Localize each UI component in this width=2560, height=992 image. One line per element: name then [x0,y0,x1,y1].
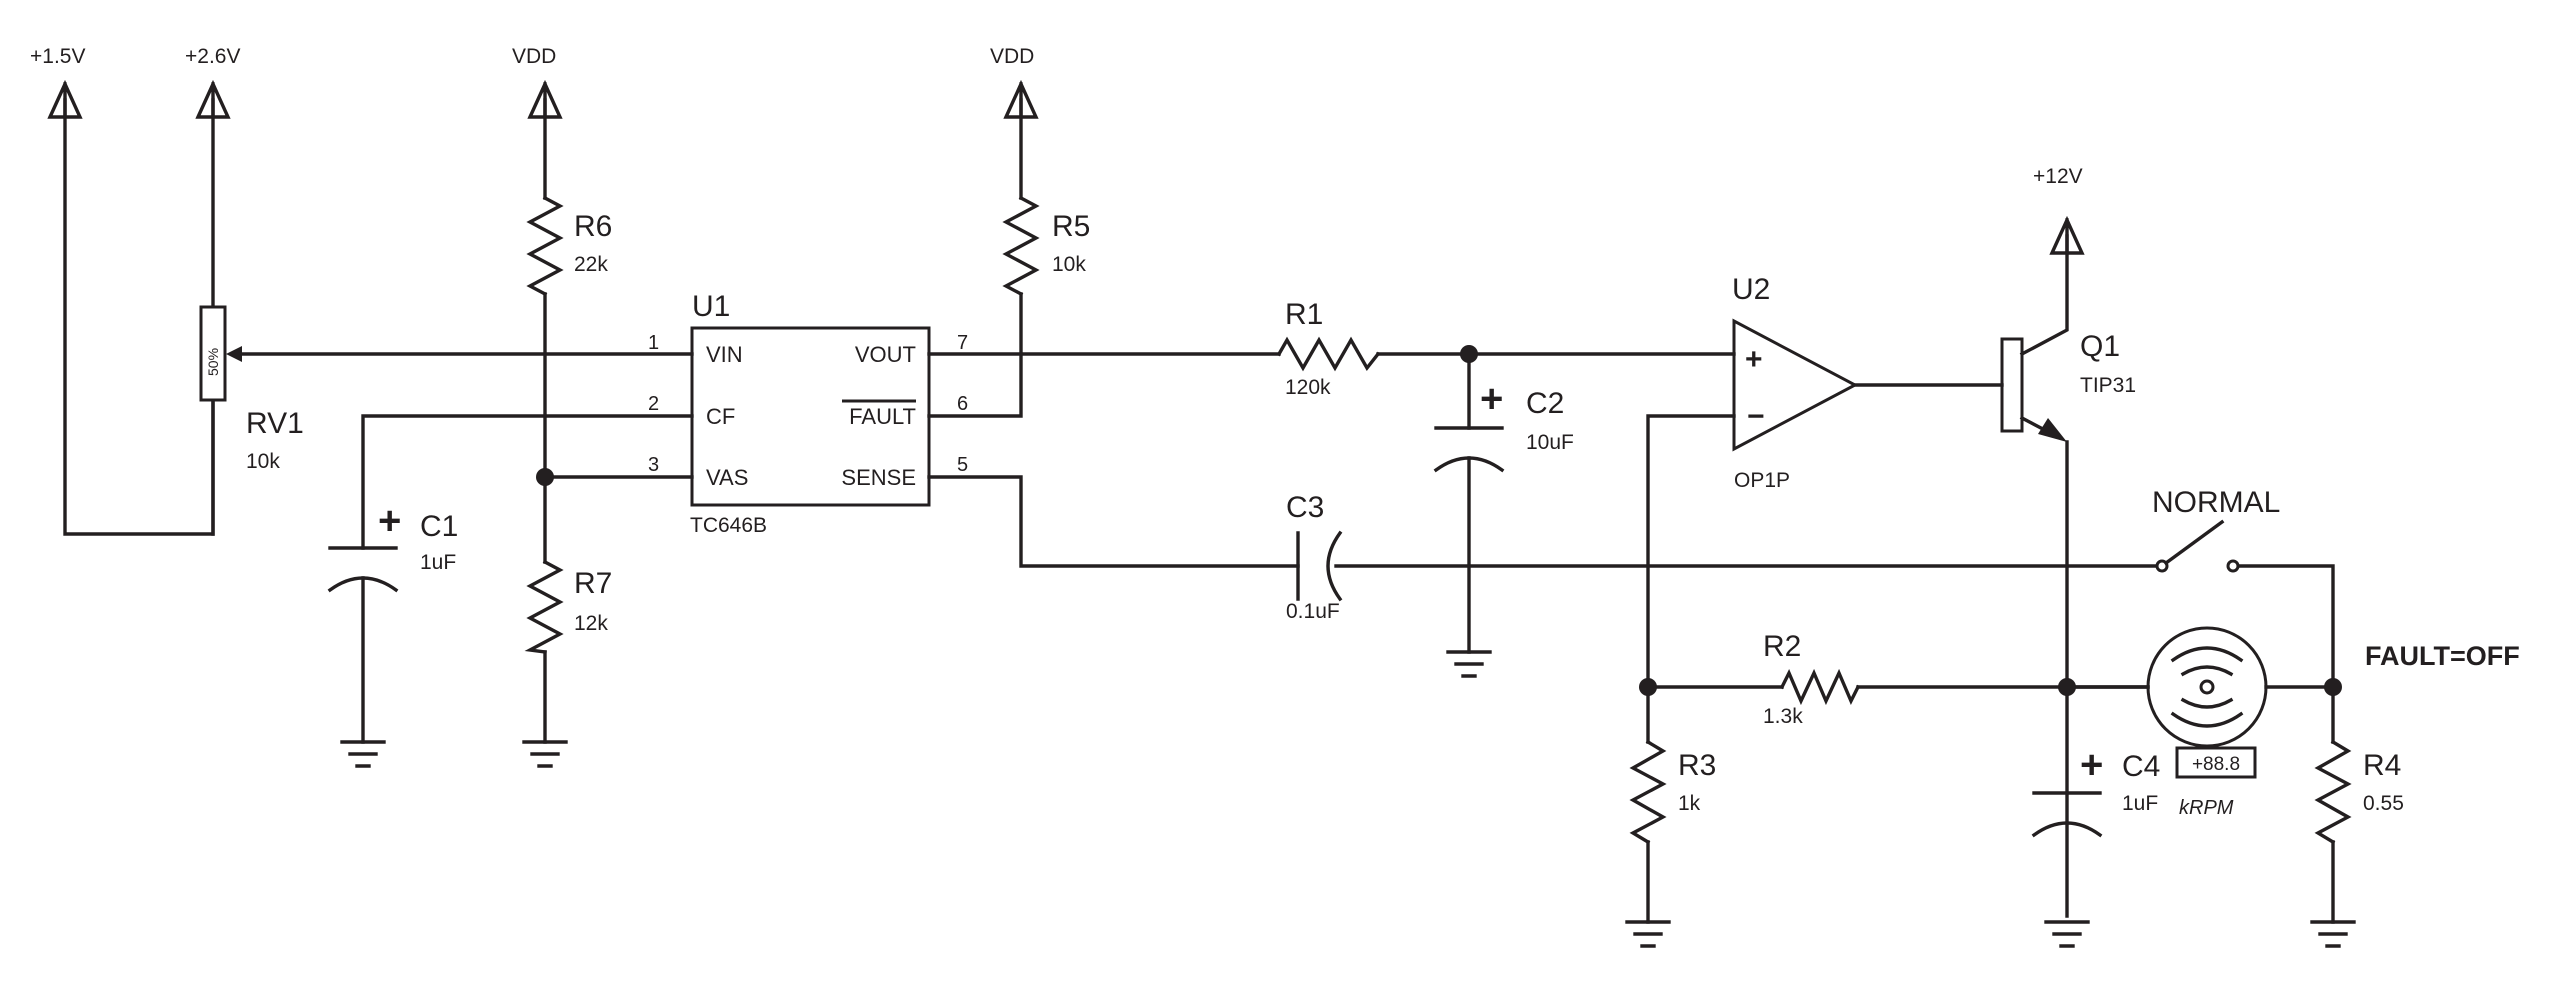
rail-label: +1.5V [30,45,85,68]
pin-number: 1 [648,332,659,354]
resistor-r1: R1 120k [1276,298,1381,399]
polarity-mark: + [2080,743,2103,787]
ref-label: R1 [1285,298,1323,331]
capacitor-c1: + C1 1uF [327,499,458,593]
value-label: 1.3k [1763,705,1803,728]
value-label: 10k [246,450,280,473]
ref-label: R3 [1678,749,1716,782]
ref-label: R5 [1052,210,1090,243]
rpm-unit-label: kRPM [2179,797,2234,819]
transistor-q1: Q1 TIP31 [2000,330,2136,442]
ref-label: U1 [692,290,730,323]
ground-symbol [2310,920,2356,948]
rail-label: VDD [512,45,556,68]
value-label: 22k [574,253,608,276]
plus-input-mark: + [1745,343,1763,376]
rail-label: +12V [2033,165,2083,188]
value-label: 0.1uF [1286,600,1340,623]
potentiometer-rv1: 50% RV1 10k [199,305,304,473]
pin-number: 2 [648,393,659,415]
resistor-r3: R3 1k [1629,739,1716,845]
power-rail-vdd-1: VDD [512,45,563,119]
pin-name: VAS [706,465,748,490]
junction-dot [1460,345,1478,363]
pin-number: 3 [648,454,659,476]
rail-label: VDD [990,45,1034,68]
pin-number: 6 [957,393,968,415]
value-label: 12k [574,612,608,635]
resistor-r5: R5 10k [1002,195,1090,297]
polarity-mark: + [1480,377,1503,421]
capacitor-c2: + C2 10uF [1433,377,1574,473]
value-label: 10k [1052,253,1086,276]
ref-label: C3 [1286,491,1324,524]
power-rail-p12: +12V [2033,165,2085,255]
resistor-r6: R6 22k [526,195,612,297]
junctions [536,345,2342,696]
ref-label: R2 [1763,630,1801,663]
capacitor-c4: + C4 1uF [2031,743,2160,838]
emitter-arrow-icon [2038,418,2067,442]
value-label: 1uF [2122,792,2158,815]
pin-number: 7 [957,332,968,354]
pin-number: 5 [957,454,968,476]
resistor-r2: R2 1.3k [1763,630,1861,728]
ground-symbol [522,740,568,768]
polarity-mark: + [378,499,401,543]
junction-dot [536,468,554,486]
wiper-setting-label: 50% [205,348,221,376]
pin-name-overbar: FAULT [849,404,916,429]
value-label: 0.55 [2363,792,2404,815]
wiper-arrow-icon [226,346,242,362]
pin-name: VIN [706,342,743,367]
ic-u1: 1 2 3 7 6 5 VIN CF VAS VOUT FAULT SENSE … [648,290,968,537]
pin-name: SENSE [841,465,916,490]
ref-label: C1 [420,510,458,543]
ground-symbol [2044,920,2090,948]
junction-dot [1639,678,1657,696]
ref-label: R6 [574,210,612,243]
ref-label: RV1 [246,407,304,440]
resistor-r7: R7 12k [524,559,612,654]
ref-label: U2 [1732,273,1770,306]
rpm-display [2175,746,2257,779]
capacitor-c3: C3 0.1uF [1286,491,1343,623]
value-label: 1k [1678,792,1701,815]
pin-name: CF [706,404,735,429]
value-label: 120k [1285,376,1331,399]
power-rail-p15: +1.5V [30,45,85,119]
junction-dot [2058,678,2076,696]
ground-symbol [1625,920,1671,948]
ref-label: Q1 [2080,330,2120,363]
wires [63,98,2335,924]
fault-status-label: FAULT=OFF [2365,641,2520,671]
opamp-u2: + − U2 OP1P [1732,273,1859,492]
pin-name: VOUT [855,342,916,367]
resistor-r4: R4 0.55 [2314,739,2404,845]
rail-label: +2.6V [185,45,240,68]
value-label: 10uF [1526,431,1574,454]
switch-label: NORMAL [2152,486,2280,519]
ref-label: C4 [2122,750,2160,783]
part-label: TIP31 [2080,374,2136,397]
ref-label: R4 [2363,749,2401,782]
ground-symbol [340,740,386,768]
ref-label: C2 [1526,387,1564,420]
value-label: 1uF [420,551,456,574]
power-rail-vdd-2: VDD [990,45,1039,119]
power-rail-p26: +2.6V [185,45,240,119]
part-label: OP1P [1734,469,1790,492]
part-label: TC646B [690,514,767,537]
ref-label: R7 [574,567,612,600]
switch-normal[interactable]: NORMAL [2152,486,2280,573]
ground-symbol [1446,650,1492,678]
fan-motor: +88.8 kRPM [2146,626,2268,819]
junction-dot [2324,678,2342,696]
rpm-readout: +88.8 [2192,754,2240,775]
minus-input-mark: − [1747,400,1765,433]
